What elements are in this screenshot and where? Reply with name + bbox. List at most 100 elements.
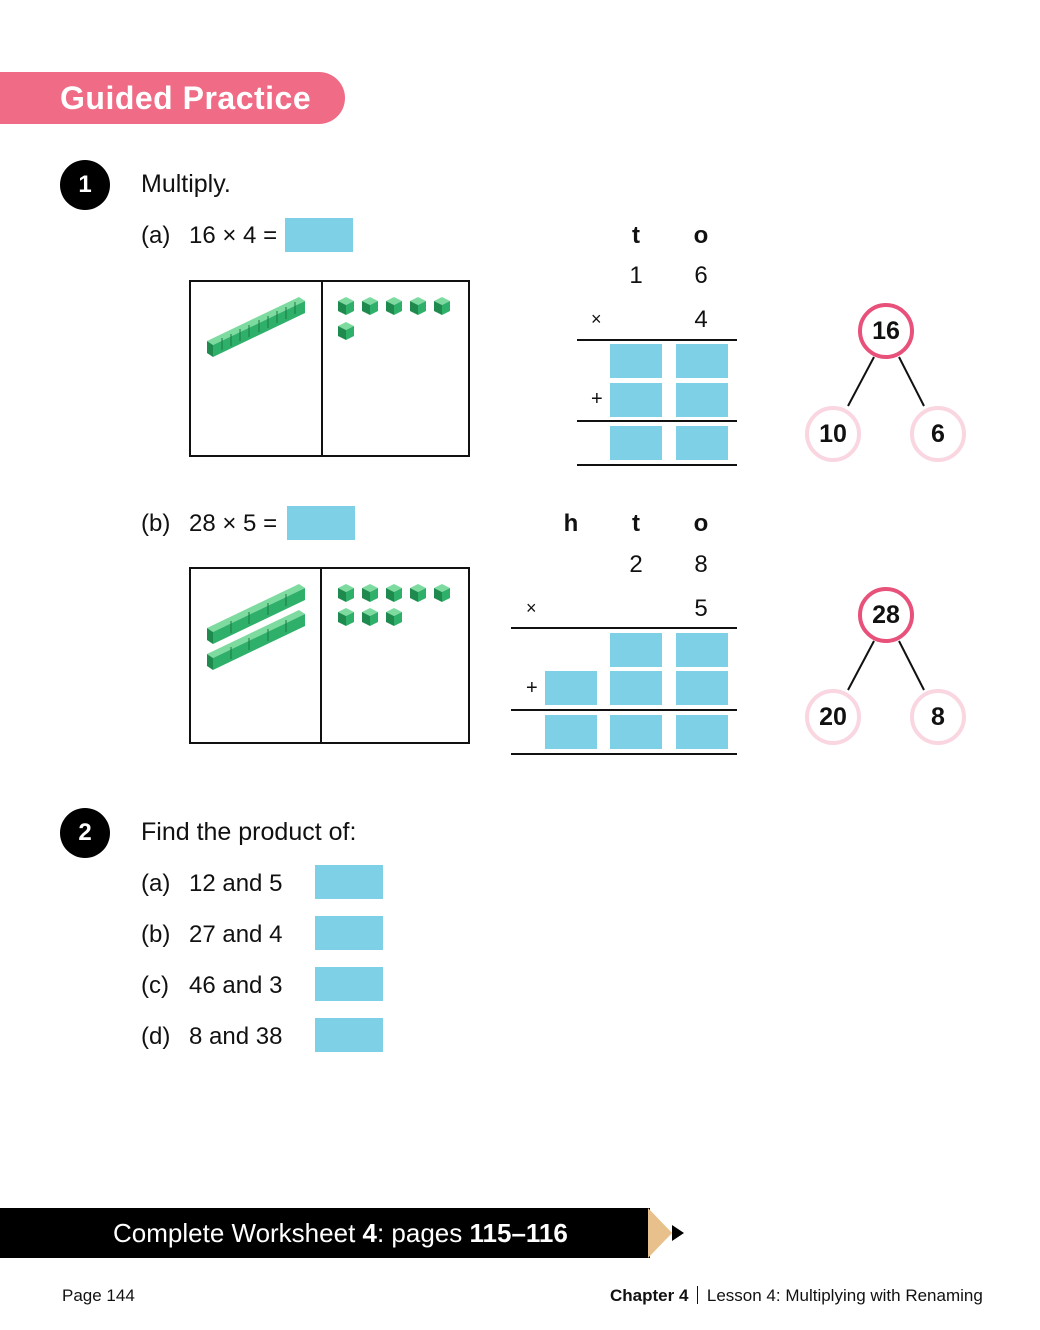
ones-cube-icon (338, 322, 354, 340)
q1a-multiplier-ones: 4 (694, 306, 708, 333)
q1b-header-ones: o (693, 510, 709, 537)
q1a-result-tens-box[interactable] (610, 426, 662, 460)
chapter-lesson-footer: Chapter 4 Lesson 4: Multiplying with Ren… (610, 1286, 983, 1306)
ones-cube-icon (362, 297, 378, 315)
q1a-bond-whole: 16 (858, 303, 914, 359)
q1b-partial2-hundreds-box[interactable] (545, 671, 597, 705)
q1a-line-3 (577, 464, 737, 466)
q1b-result-ones-box[interactable] (676, 715, 728, 749)
worksheet-prefix: Complete Worksheet (113, 1218, 363, 1248)
q1b-mat-divider (320, 568, 322, 743)
ones-cube-icon (434, 584, 450, 602)
q1b-line-1 (511, 627, 737, 629)
q1a-base-ten-blocks (207, 297, 450, 357)
q1a-header-ones: o (693, 222, 709, 249)
q1a-top-ones: 6 (694, 262, 708, 289)
question-2-instruction: Find the product of: (141, 818, 357, 846)
q1a-partial2-tens-box[interactable] (610, 383, 662, 417)
q1b-header-hundreds: h (563, 510, 579, 537)
q2b-label: (b) (141, 921, 171, 948)
q1b-answer-box[interactable] (287, 506, 355, 540)
q1b-partial2-ones-box[interactable] (676, 671, 728, 705)
ones-cube-icon (362, 608, 378, 626)
q1a-bond-part-2: 6 (910, 406, 966, 462)
q2c-text: 46 and 3 (189, 972, 283, 999)
ones-cube-icon (410, 297, 426, 315)
q1a-number-bond-lines (847, 356, 925, 407)
q1b-multiplier-ones: 5 (694, 595, 708, 622)
ones-cube-icon (386, 297, 402, 315)
ones-cube-icon (338, 297, 354, 315)
q2d-answer-box[interactable] (315, 1018, 383, 1052)
tens-rod-icon (207, 610, 305, 670)
q2b-text: 27 and 4 (189, 921, 283, 948)
q1b-top-ones: 8 (694, 551, 708, 578)
q1a-result-ones-box[interactable] (676, 426, 728, 460)
ones-cube-icon (434, 297, 450, 315)
q1a-bond-part-1: 10 (805, 406, 861, 462)
q1a-times-sign: × (591, 309, 602, 329)
q1b-bond-part-2: 8 (910, 689, 966, 745)
q1a-header-tens: t (632, 222, 640, 249)
q1a-partial1-tens-box[interactable] (610, 344, 662, 378)
section-banner: Guided Practice (0, 72, 345, 124)
q2a-text: 12 and 5 (189, 870, 283, 897)
q1b-result-hundreds-box[interactable] (545, 715, 597, 749)
q1a-mat-divider (321, 281, 323, 456)
q1a-top-tens: 1 (629, 262, 643, 289)
q1b-base-ten-blocks (207, 584, 450, 670)
ones-cube-icon (386, 608, 402, 626)
ones-cube-icon (338, 584, 354, 602)
question-2-number: 2 (60, 808, 110, 858)
q1b-times-sign: × (526, 598, 537, 618)
q1a-partial2-ones-box[interactable] (676, 383, 728, 417)
banner-title: Guided Practice (60, 80, 312, 116)
q1b-header-tens: t (632, 510, 640, 537)
q1b-result-tens-box[interactable] (610, 715, 662, 749)
worksheet-number: 4 (362, 1218, 377, 1248)
page-number: Page 144 (62, 1286, 135, 1305)
ones-cube-icon (362, 584, 378, 602)
q1b-bond-part-1: 20 (805, 689, 861, 745)
q2c-label: (c) (141, 972, 169, 999)
q2a-label: (a) (141, 870, 171, 897)
lesson-label: Lesson 4: Multiplying with Renaming (706, 1286, 983, 1305)
q1b-line-2 (511, 709, 737, 711)
q1b-number-bond-lines (847, 640, 925, 691)
q2d-text: 8 and 38 (189, 1023, 283, 1050)
q1a-place-value-mat (189, 280, 470, 457)
worksheet-middle: : pages (376, 1218, 470, 1248)
footer-divider (697, 1286, 699, 1304)
question-1-instruction: Multiply. (141, 170, 231, 198)
q2d-label: (d) (141, 1023, 171, 1050)
pencil-tip-icon (648, 1208, 684, 1258)
q1b-label: (b) (141, 510, 171, 537)
q1b-bond-whole: 28 (858, 587, 914, 643)
q1b-partial2-tens-box[interactable] (610, 671, 662, 705)
tens-rod-icon (207, 584, 305, 644)
ones-cube-icon (338, 608, 354, 626)
q1a-line-2 (577, 420, 737, 422)
q1b-expression: 28 × 5 = (189, 510, 278, 537)
q1a-label: (a) (141, 222, 171, 249)
q1b-line-3 (511, 753, 737, 755)
q1a-partial1-ones-box[interactable] (676, 344, 728, 378)
q1a-plus-sign: + (591, 388, 603, 410)
q1b-top-tens: 2 (629, 551, 643, 578)
ones-cube-icon (386, 584, 402, 602)
q2c-answer-box[interactable] (315, 967, 383, 1001)
q1a-answer-box[interactable] (285, 218, 353, 252)
question-1-number: 1 (60, 160, 110, 210)
ones-cube-icon (410, 584, 426, 602)
q1b-partial1-ones-box[interactable] (676, 633, 728, 667)
q2a-answer-box[interactable] (315, 865, 383, 899)
tens-rod-icon (207, 297, 305, 357)
q1a-expression: 16 × 4 = (189, 222, 278, 249)
q1b-partial1-tens-box[interactable] (610, 633, 662, 667)
worksheet-banner: Complete Worksheet 4: pages 115–116 (0, 1208, 650, 1258)
worksheet-pages: 115–116 (469, 1218, 568, 1248)
chapter-label: Chapter 4 (610, 1286, 689, 1305)
q1b-place-value-mat (189, 567, 470, 744)
q1b-plus-sign: + (526, 677, 538, 699)
q2b-answer-box[interactable] (315, 916, 383, 950)
